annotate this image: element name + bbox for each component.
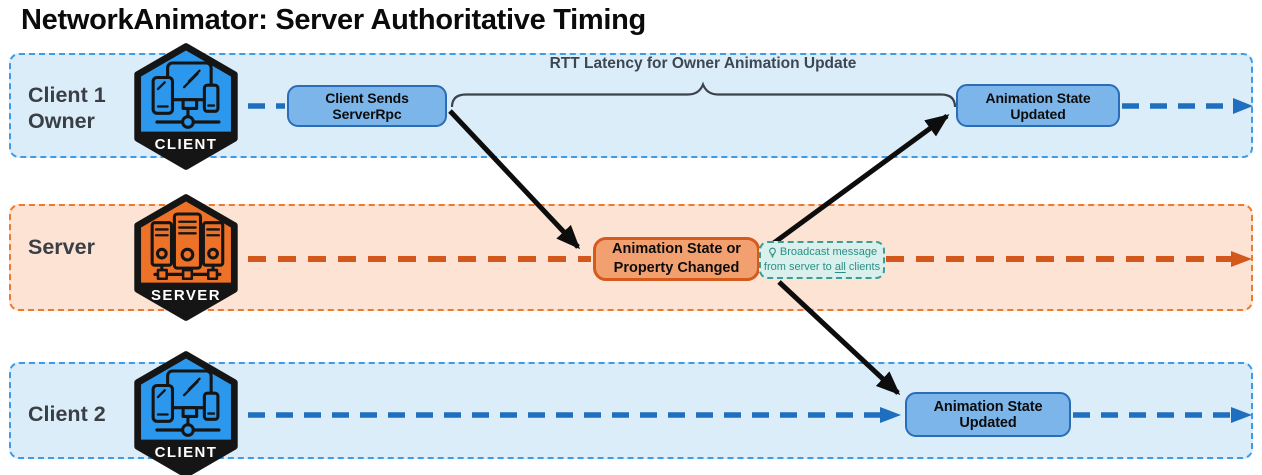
node-label: Client Sends ServerRpc — [325, 90, 409, 122]
hexagon-badge-client2: CLIENT — [134, 351, 238, 475]
hexagon-badge-server: SERVER — [134, 194, 238, 321]
badge-label: CLIENT — [155, 444, 218, 461]
hexagon-badge-client1: CLIENT — [134, 43, 238, 170]
lane-label-client1-owner: Client 1 Owner — [28, 83, 106, 133]
lightbulb-icon — [769, 247, 776, 258]
lane-label-server: Server — [28, 235, 95, 259]
client-devices-icon — [151, 369, 221, 437]
note-underline: all — [834, 261, 846, 273]
client-devices-icon — [151, 61, 221, 129]
client-sends-serverrpc-node: Client Sends ServerRpc — [287, 85, 447, 127]
badge-label: SERVER — [151, 287, 221, 304]
server-racks-icon — [150, 212, 225, 281]
animation-state-updated-client2-node: Animation State Updated — [905, 392, 1071, 437]
page-title: NetworkAnimator: Server Authoritative Ti… — [21, 4, 646, 36]
node-label: Animation State or Property Changed — [612, 240, 741, 276]
node-label: Animation State Updated — [933, 398, 1043, 431]
badge-label: CLIENT — [155, 136, 218, 153]
animation-state-or-property-changed-node: Animation State or Property Changed — [593, 237, 760, 281]
animation-state-updated-owner-node: Animation State Updated — [956, 84, 1120, 127]
node-label: Animation State Updated — [985, 89, 1091, 122]
lane-label-client2: Client 2 — [28, 402, 106, 426]
note-line2: from server to all clients — [763, 261, 881, 273]
note-line1: Broadcast message — [779, 246, 878, 259]
rtt-latency-label: RTT Latency for Owner Animation Update — [549, 55, 857, 72]
broadcast-note: Broadcast message from server to all cli… — [759, 241, 885, 279]
